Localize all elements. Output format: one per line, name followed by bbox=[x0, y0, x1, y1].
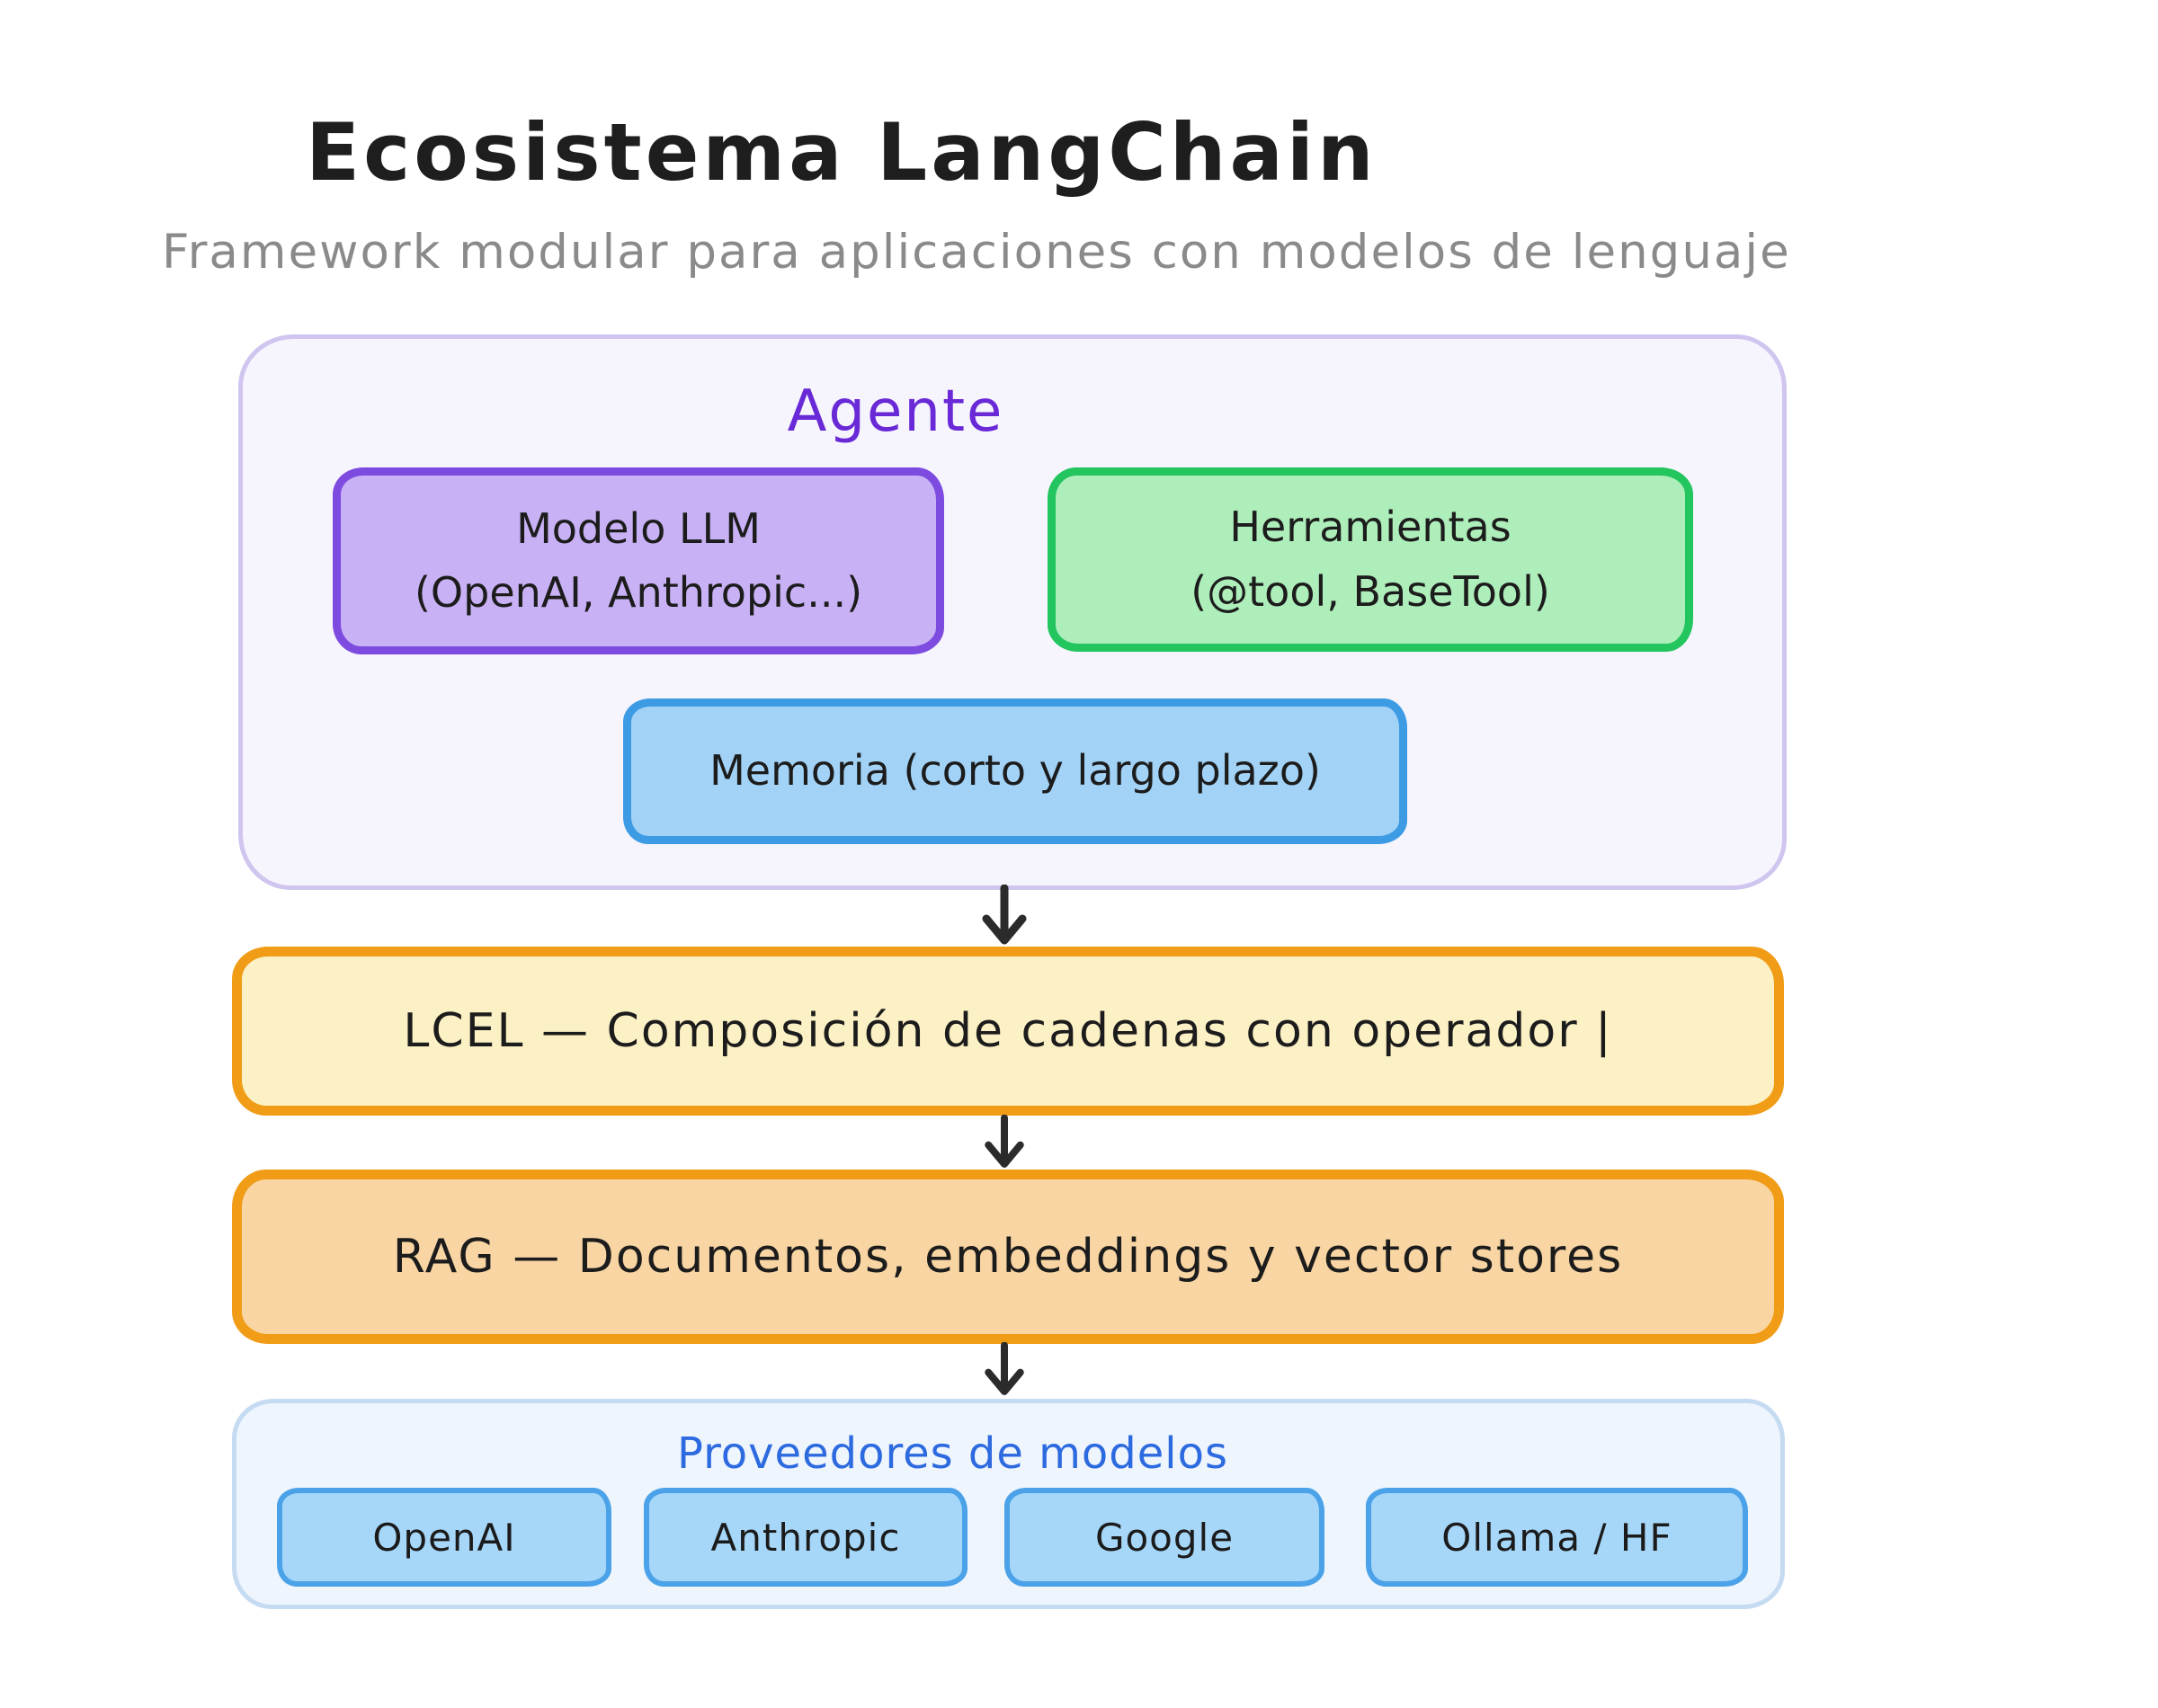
node-memoria-line1: Memoria (corto y largo plazo) bbox=[709, 746, 1321, 796]
node-memoria: Memoria (corto y largo plazo) bbox=[623, 698, 1407, 844]
node-rag-label: RAG — Documentos, embeddings y vector st… bbox=[392, 1230, 1624, 1284]
down-arrow-icon bbox=[985, 1342, 1024, 1395]
node-modelo-llm: Modelo LLM (OpenAI, Anthropic...) bbox=[333, 467, 944, 654]
provider-openai: OpenAI bbox=[277, 1488, 611, 1587]
providers-container-label: Proveedores de modelos bbox=[676, 1428, 1229, 1479]
page-title: Ecosistema LangChain bbox=[306, 106, 1378, 199]
node-herramientas-line2: (@tool, BaseTool) bbox=[1190, 566, 1550, 616]
down-arrow-icon bbox=[985, 1115, 1024, 1168]
node-herramientas-line1: Herramientas bbox=[1229, 503, 1511, 552]
node-lcel: LCEL — Composición de cadenas con operad… bbox=[232, 947, 1784, 1116]
provider-google: Google bbox=[1004, 1488, 1324, 1587]
node-lcel-label: LCEL — Composición de cadenas con operad… bbox=[403, 1004, 1613, 1058]
provider-ollama-hf: Ollama / HF bbox=[1366, 1488, 1748, 1587]
agent-container: Agente Modelo LLM (OpenAI, Anthropic...)… bbox=[238, 334, 1787, 890]
down-arrow-icon bbox=[982, 885, 1027, 945]
node-herramientas: Herramientas (@tool, BaseTool) bbox=[1048, 467, 1693, 652]
node-rag: RAG — Documentos, embeddings y vector st… bbox=[232, 1170, 1784, 1344]
node-modelo-llm-line1: Modelo LLM bbox=[516, 503, 761, 553]
agent-container-label: Agente bbox=[787, 378, 1004, 445]
provider-anthropic: Anthropic bbox=[644, 1488, 968, 1587]
node-modelo-llm-line2: (OpenAI, Anthropic...) bbox=[414, 568, 863, 617]
page-subtitle: Framework modular para aplicaciones con … bbox=[162, 225, 1791, 280]
